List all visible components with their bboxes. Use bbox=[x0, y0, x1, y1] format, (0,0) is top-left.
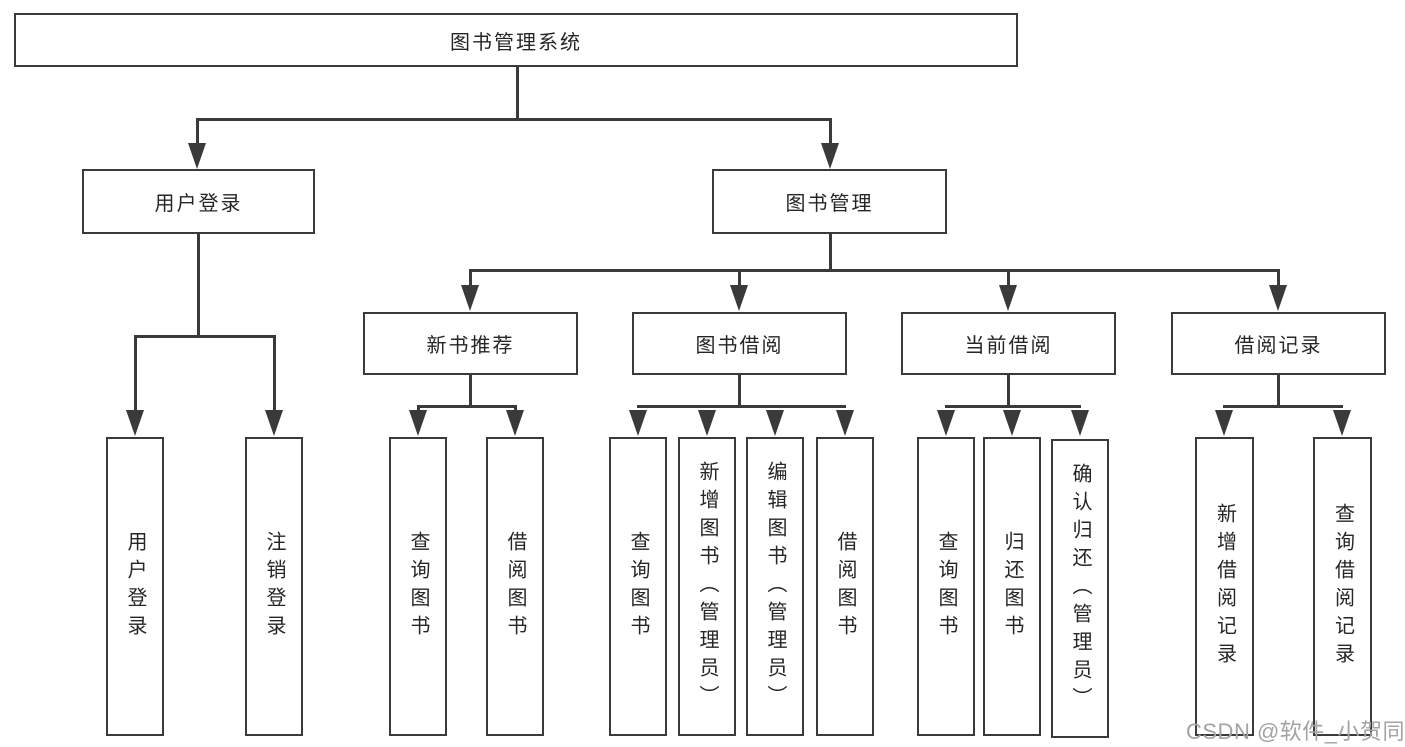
leaf-nbr-borrow-books-label: 借阅图书 bbox=[504, 530, 526, 643]
connector-user-login-hline bbox=[134, 335, 275, 338]
leaf-bb-edit-books-admin-label: 编辑图书（管理员） bbox=[764, 460, 786, 713]
leaf-bb-borrow-books: 借阅图书 bbox=[816, 437, 874, 736]
node-book-borrowing: 图书借阅 bbox=[632, 312, 847, 375]
arrow-down-icon bbox=[1333, 410, 1351, 436]
leaf-logout-login-label: 注销登录 bbox=[263, 530, 285, 643]
connector-nbr-hline bbox=[417, 405, 516, 408]
leaf-bb-query-books: 查询图书 bbox=[609, 437, 667, 736]
arrow-down-icon bbox=[937, 410, 955, 436]
leaf-cb-return-books: 归还图书 bbox=[983, 437, 1041, 736]
connector-level2-hline bbox=[196, 118, 831, 121]
leaf-bb-query-books-label: 查询图书 bbox=[627, 530, 649, 643]
connector-book-management-trunk bbox=[829, 234, 832, 271]
leaf-user-login: 用户登录 bbox=[106, 437, 164, 736]
leaf-br-query-borrow-record: 查询借阅记录 bbox=[1313, 437, 1372, 736]
node-book-borrowing-label: 图书借阅 bbox=[695, 335, 784, 357]
connector-stem-leaf-user-login bbox=[134, 335, 137, 414]
csdn-watermark: CSDN @软件_小贺同学 bbox=[1186, 719, 1405, 744]
arrow-down-icon bbox=[188, 143, 206, 169]
node-book-management-label: 图书管理 bbox=[785, 193, 874, 215]
connector-cb-stub bbox=[1007, 375, 1010, 407]
node-book-management: 图书管理 bbox=[712, 169, 947, 234]
node-user-login-label: 用户登录 bbox=[154, 193, 243, 215]
node-borrowing-records-label: 借阅记录 bbox=[1234, 335, 1323, 357]
leaf-logout-login: 注销登录 bbox=[245, 437, 303, 736]
connector-nbr-stem2 bbox=[514, 405, 517, 414]
leaf-br-add-borrow-record: 新增借阅记录 bbox=[1195, 437, 1254, 736]
connector-cb-hline bbox=[945, 405, 1081, 408]
connector-stem-user-login bbox=[196, 118, 199, 146]
arrow-down-icon bbox=[629, 410, 647, 436]
arrow-down-icon bbox=[1071, 410, 1089, 436]
arrow-down-icon bbox=[1003, 410, 1021, 436]
arrow-down-icon bbox=[730, 285, 748, 311]
leaf-br-query-borrow-record-label: 查询借阅记录 bbox=[1331, 502, 1354, 671]
arrow-down-icon bbox=[999, 285, 1017, 311]
arrow-down-icon bbox=[126, 410, 144, 436]
arrow-down-icon bbox=[265, 410, 283, 436]
connector-user-login-stub bbox=[197, 234, 200, 337]
connector-nbr-stem1 bbox=[417, 405, 420, 414]
arrow-down-icon bbox=[821, 143, 839, 169]
connector-root-trunk bbox=[516, 67, 519, 120]
leaf-user-login-label: 用户登录 bbox=[124, 530, 146, 643]
connector-nbr-stub bbox=[469, 375, 472, 407]
node-root-label: 图书管理系统 bbox=[450, 31, 582, 54]
node-current-borrowing-label: 当前借阅 bbox=[964, 335, 1053, 357]
leaf-nbr-query-books-label: 查询图书 bbox=[407, 530, 429, 643]
arrow-down-icon bbox=[506, 410, 524, 436]
connector-level3-hline bbox=[469, 269, 1279, 272]
connector-stem-new-book bbox=[469, 269, 472, 288]
connector-br-hline bbox=[1223, 405, 1343, 408]
leaf-bb-edit-books-admin: 编辑图书（管理员） bbox=[746, 437, 804, 736]
arrow-down-icon bbox=[461, 285, 479, 311]
leaf-bb-add-books-admin-label: 新增图书（管理员） bbox=[696, 460, 718, 713]
leaf-cb-confirm-return-admin: 确认归还（管理员） bbox=[1051, 439, 1109, 738]
connector-stem-book-borrowing bbox=[738, 269, 741, 288]
leaf-nbr-borrow-books: 借阅图书 bbox=[486, 437, 544, 736]
leaf-bb-add-books-admin: 新增图书（管理员） bbox=[678, 437, 736, 736]
arrow-down-icon bbox=[766, 410, 784, 436]
arrow-down-icon bbox=[1215, 410, 1233, 436]
node-new-book-recommendation-label: 新书推荐 bbox=[426, 335, 515, 357]
connector-bb-hline bbox=[637, 405, 846, 408]
connector-stem-leaf-logout bbox=[273, 335, 276, 414]
connector-br-stub bbox=[1277, 375, 1280, 407]
connector-stem-current-borrowing bbox=[1007, 269, 1010, 288]
connector-stem-borrowing-records bbox=[1277, 269, 1280, 288]
node-borrowing-records: 借阅记录 bbox=[1171, 312, 1386, 375]
connector-bb-stub bbox=[738, 375, 741, 407]
arrow-down-icon bbox=[836, 410, 854, 436]
leaf-cb-return-books-label: 归还图书 bbox=[1001, 530, 1023, 643]
leaf-cb-confirm-return-admin-label: 确认归还（管理员） bbox=[1069, 462, 1091, 715]
arrow-down-icon bbox=[1269, 285, 1287, 311]
connector-stem-book-management bbox=[829, 118, 832, 146]
leaf-nbr-query-books: 查询图书 bbox=[389, 437, 447, 736]
arrow-down-icon bbox=[698, 410, 716, 436]
node-user-login: 用户登录 bbox=[82, 169, 315, 234]
node-root: 图书管理系统 bbox=[14, 13, 1018, 67]
leaf-cb-query-books: 查询图书 bbox=[917, 437, 975, 736]
leaf-cb-query-books-label: 查询图书 bbox=[935, 530, 957, 643]
arrow-down-icon bbox=[409, 410, 427, 436]
node-current-borrowing: 当前借阅 bbox=[901, 312, 1116, 375]
leaf-bb-borrow-books-label: 借阅图书 bbox=[834, 530, 856, 643]
leaf-br-add-borrow-record-label: 新增借阅记录 bbox=[1213, 502, 1236, 671]
node-new-book-recommendation: 新书推荐 bbox=[363, 312, 578, 375]
